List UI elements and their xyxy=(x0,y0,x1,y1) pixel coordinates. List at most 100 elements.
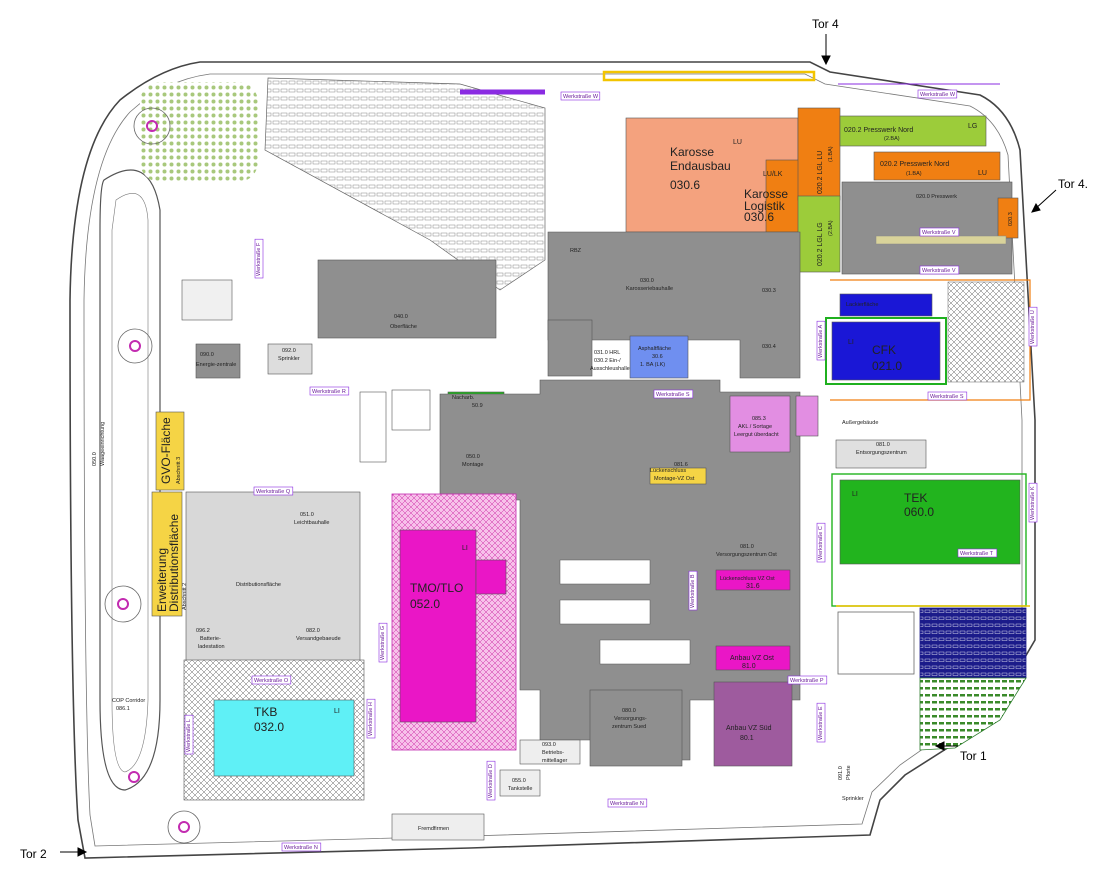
road-p-box xyxy=(787,675,828,685)
road-v-2-box xyxy=(919,265,960,275)
road-w-2: Werkstraße W xyxy=(920,92,956,98)
karosse-endausbau-line2: Endausbau xyxy=(670,159,731,173)
betriebsmittel-line1: Betriebs- xyxy=(542,750,564,756)
betriebsmittel-line2: mittellager xyxy=(542,758,568,764)
asphalt-line2: 30.6 xyxy=(652,354,663,360)
tkb-code: 032.0 xyxy=(254,720,284,734)
parking-green xyxy=(919,677,1027,751)
tmo-tlo-tag: LI xyxy=(462,545,468,552)
oberflaeche-building xyxy=(317,259,497,339)
erweiterung-flaeche xyxy=(151,491,183,617)
road-l-box xyxy=(184,714,194,755)
montage-code: 050.0 xyxy=(466,454,480,460)
road-u: Werkstraße U xyxy=(1030,310,1036,344)
rail-track xyxy=(99,169,161,791)
gate-tor-1: Tor 1 xyxy=(960,749,987,763)
betriebsmittel-code: 093.0 xyxy=(542,742,556,748)
sprinkler-code: 092.0 xyxy=(282,348,296,354)
yellow-route-north xyxy=(602,70,816,82)
presswerk-0203-name: 020.3 xyxy=(1008,212,1014,226)
versorgung-sued-line1: Versorgungs- xyxy=(614,716,647,722)
energiezentrale xyxy=(195,343,241,379)
leichtbauhalle-name: Leichtbauhalle xyxy=(294,520,329,526)
anbau-vz-ost xyxy=(715,645,791,671)
anbau-vz-sued-code: 80.1 xyxy=(740,735,754,742)
versandgebaeude-name: Versandgebaeude xyxy=(296,636,341,642)
road-v-2: Werkstraße V xyxy=(922,268,956,274)
versorgung-sued-line2: zentrum Sued xyxy=(612,724,646,730)
road-t-box xyxy=(957,548,998,558)
karosseriebauhalle-code: 030.0 xyxy=(640,278,654,284)
cop-name: COP Corridor xyxy=(112,698,145,704)
road-f: Werkstraße F xyxy=(256,242,262,276)
sprinkler2-name: Sprinkler xyxy=(842,796,864,802)
karosse-endausbau-line1: Karosse xyxy=(670,145,714,159)
road-w: Werkstraße W xyxy=(563,94,599,100)
rbz-name: RBZ xyxy=(570,248,582,254)
lueckenschluss-line2: Lückenschluss xyxy=(650,468,686,474)
road-h: Werkstraße H xyxy=(368,702,374,736)
energiezentrale-name: Energie-zentrale xyxy=(196,362,236,368)
karosse-logistik-line2: Logistik xyxy=(744,199,786,213)
anbau-vz-sued-name: Anbau VZ Süd xyxy=(726,725,772,732)
tree-area xyxy=(140,82,258,182)
tek-tag: LI xyxy=(852,491,858,498)
hrl-building xyxy=(547,319,593,377)
parking-misc xyxy=(837,611,915,675)
road-e-box xyxy=(816,702,826,743)
akl-line2: AKL / Sortage xyxy=(738,424,772,430)
road-s-2-box xyxy=(927,391,968,401)
road-n-box xyxy=(281,842,322,852)
versorgung-ost-name: Versorgungszentrum Ost xyxy=(716,552,777,558)
akl-sortage xyxy=(729,395,791,453)
presswerk-nord-a-tag: LG xyxy=(968,123,977,130)
cfk-border xyxy=(825,317,947,385)
oberflaeche-code: 040.0 xyxy=(394,314,408,320)
presswerk-0203 xyxy=(997,197,1019,239)
tankstelle xyxy=(499,769,541,797)
entsorgung-code: 081.0 xyxy=(876,442,890,448)
road-k: Werkstraße K xyxy=(1030,486,1036,520)
tek-code: 060.0 xyxy=(904,505,934,519)
lueckenschluss-vz-ost xyxy=(715,569,791,591)
karosseriebauhalle-name: Karosseriebauhalle xyxy=(626,286,673,292)
k0303-name: 030.3 xyxy=(762,288,776,294)
road-e: Werkstraße E xyxy=(818,706,824,740)
road-r-box xyxy=(309,386,350,396)
batterie-line1: Batterie- xyxy=(200,636,221,642)
presswerk-lg-text: 020.2 LGL LG xyxy=(817,222,824,266)
montage-inner-white-1 xyxy=(559,559,651,585)
road-o-box xyxy=(251,675,292,685)
erweiterung-sub: Abschnitt 2 xyxy=(182,583,188,610)
lueckenschluss-montage xyxy=(649,467,707,485)
hrl-line2: 030.2 Ein-/ xyxy=(594,358,621,364)
parking-navy xyxy=(919,607,1027,679)
road-v-box xyxy=(919,227,960,237)
karosse-logistik-code: 030.6 xyxy=(744,210,774,224)
perimeter-road xyxy=(83,73,1023,847)
road-d-box xyxy=(486,760,496,801)
waegeinrichtung-code: 050.0 xyxy=(92,452,98,466)
lueckenschluss-vz-code: 31.6 xyxy=(746,583,760,590)
tkb-building xyxy=(213,699,355,777)
leichtbauhalle-code: 051.0 xyxy=(300,512,314,518)
road-g-box xyxy=(378,622,388,663)
road-u-box xyxy=(1028,306,1038,347)
road-n: Werkstraße N xyxy=(284,845,318,851)
cfk-code: 021.0 xyxy=(872,359,902,373)
tankstelle-code: 055.0 xyxy=(512,778,526,784)
lueckenschluss-line1: 081.6 xyxy=(674,462,688,468)
versorgung-sued xyxy=(589,689,683,767)
montage-inner-white-3 xyxy=(599,639,691,665)
tkb-tag: LI xyxy=(334,708,340,715)
road-c: Werkstraße C xyxy=(818,526,824,560)
versorgung-sued-code: 080.0 xyxy=(622,708,636,714)
gate-tor-2: Tor 2 xyxy=(20,847,47,861)
road-f-box xyxy=(254,238,264,279)
cfk-top-name: Lackierfläche xyxy=(846,302,878,308)
site-boundary xyxy=(69,61,1036,859)
tmo-tlo-annex xyxy=(475,559,507,595)
karosse-logistik-line1: Karosse xyxy=(744,187,788,201)
road-v: Werkstraße V xyxy=(922,230,956,236)
presswerk-nord-b-name: 020.2 Presswerk Nord xyxy=(880,161,949,168)
